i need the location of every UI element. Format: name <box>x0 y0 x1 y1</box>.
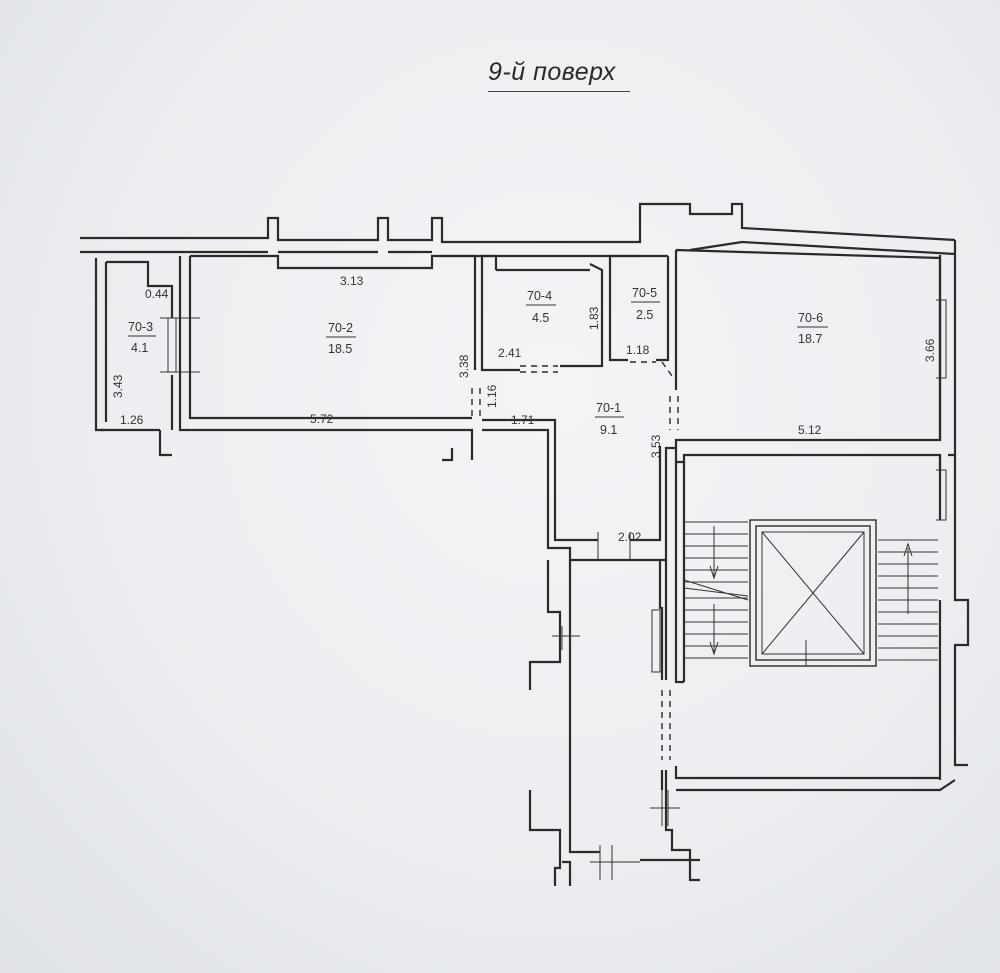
room-70-2-id: 70-2 <box>328 321 353 335</box>
dim-0-44: 0.44 <box>145 287 169 301</box>
lower-corridor-walls <box>528 560 700 886</box>
title-underline <box>488 91 630 92</box>
room-70-1-walls <box>482 418 676 562</box>
dim-3-66: 3.66 <box>923 338 937 362</box>
room-70-4-walls <box>480 254 604 373</box>
dim-3-38: 3.38 <box>457 354 471 378</box>
room-70-2-area: 18.5 <box>328 342 352 356</box>
room-70-5-id: 70-5 <box>632 286 657 300</box>
room-70-3-id: 70-3 <box>128 320 153 334</box>
room-70-6-id: 70-6 <box>798 311 823 325</box>
dim-3-53: 3.53 <box>649 434 663 458</box>
stairs-right <box>878 539 938 661</box>
dim-3-43: 3.43 <box>111 374 125 398</box>
room-70-1-id: 70-1 <box>596 401 621 415</box>
dim-1-16: 1.16 <box>485 384 499 408</box>
room-70-6-walls <box>669 248 947 446</box>
room-70-5-area: 2.5 <box>636 308 653 322</box>
dim-1-26: 1.26 <box>120 413 144 427</box>
room-labels: 70-3 4.1 70-2 18.5 70-4 4.5 70-5 2.5 70-… <box>128 286 828 437</box>
dim-1-83: 1.83 <box>587 306 601 330</box>
room-70-4-id: 70-4 <box>527 289 552 303</box>
dimension-labels: 0.44 3.43 1.26 3.13 3.38 5.72 1.16 1.71 … <box>111 274 937 544</box>
floor-title: 9-й поверх <box>488 58 616 86</box>
room-70-2-walls <box>100 254 481 462</box>
stairs-left <box>683 521 749 659</box>
room-70-4-area: 4.5 <box>532 311 549 325</box>
dim-5-72: 5.72 <box>310 412 334 426</box>
room-70-3-area: 4.1 <box>131 341 148 355</box>
dim-1-71: 1.71 <box>511 413 535 427</box>
lift-shaft <box>749 519 877 667</box>
stair-lift-block <box>674 446 956 792</box>
outer-walls <box>80 202 970 780</box>
room-70-6-area: 18.7 <box>798 332 822 346</box>
room-70-1-area: 9.1 <box>600 423 617 437</box>
dim-3-13: 3.13 <box>340 274 364 288</box>
dim-1-18: 1.18 <box>626 343 650 357</box>
dim-5-12: 5.12 <box>798 423 822 437</box>
dim-2-02: 2.02 <box>618 530 642 544</box>
room-70-5-walls <box>608 254 673 377</box>
dim-2-41: 2.41 <box>498 346 522 360</box>
